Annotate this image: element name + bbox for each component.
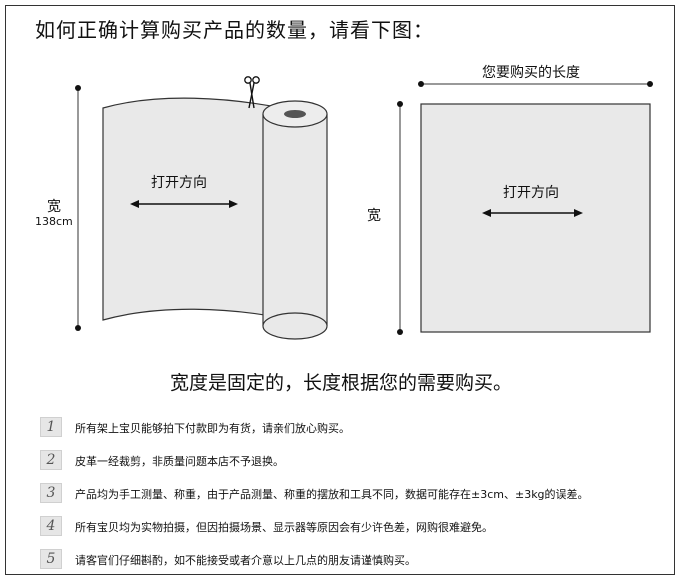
roll-body bbox=[263, 114, 327, 326]
page-frame bbox=[5, 5, 675, 575]
purchase-panel-figure bbox=[397, 81, 653, 335]
note-number: 2 bbox=[40, 450, 62, 470]
fabric-roll-figure bbox=[75, 76, 328, 340]
left-width-label: 宽 bbox=[47, 199, 61, 215]
right-width-label: 宽 bbox=[367, 208, 381, 224]
length-label: 您要购买的长度 bbox=[482, 65, 580, 81]
fabric-panel bbox=[420, 103, 651, 333]
scissors-icon bbox=[244, 76, 260, 109]
dimension-dot bbox=[75, 85, 81, 91]
note-text: 皮革一经裁剪，非质量问题本店不予退换。 bbox=[75, 455, 284, 468]
right-direction-label: 打开方向 bbox=[503, 185, 559, 201]
note-number: 5 bbox=[40, 549, 62, 569]
note-number: 1 bbox=[40, 417, 62, 437]
width-fixed-statement: 宽度是固定的，长度根据您的需要购买。 bbox=[169, 372, 512, 394]
dimension-dot bbox=[75, 325, 81, 331]
note-text: 产品均为手工测量、称重，由于产品测量、称重的摆放和工具不同，数据可能存在±3cm… bbox=[75, 488, 589, 501]
roll-core bbox=[284, 110, 306, 118]
left-width-value: 138cm bbox=[35, 215, 73, 228]
note-number: 3 bbox=[40, 483, 62, 503]
page-title: 如何正确计算购买产品的数量，请看下图： bbox=[35, 18, 434, 42]
note-number: 4 bbox=[40, 516, 62, 536]
note-text: 所有架上宝贝能够拍下付款即为有货，请亲们放心购买。 bbox=[75, 422, 350, 435]
note-text: 所有宝贝均为实物拍摄，但因拍摄场景、显示器等原因会有少许色差，网购很难避免。 bbox=[75, 521, 493, 534]
note-text: 请客官们仔细斟酌，如不能接受或者介意以上几点的朋友请谨慎购买。 bbox=[75, 554, 416, 567]
roll-bottom bbox=[262, 312, 328, 340]
fabric-sheet bbox=[102, 97, 283, 321]
left-direction-label: 打开方向 bbox=[151, 175, 207, 191]
